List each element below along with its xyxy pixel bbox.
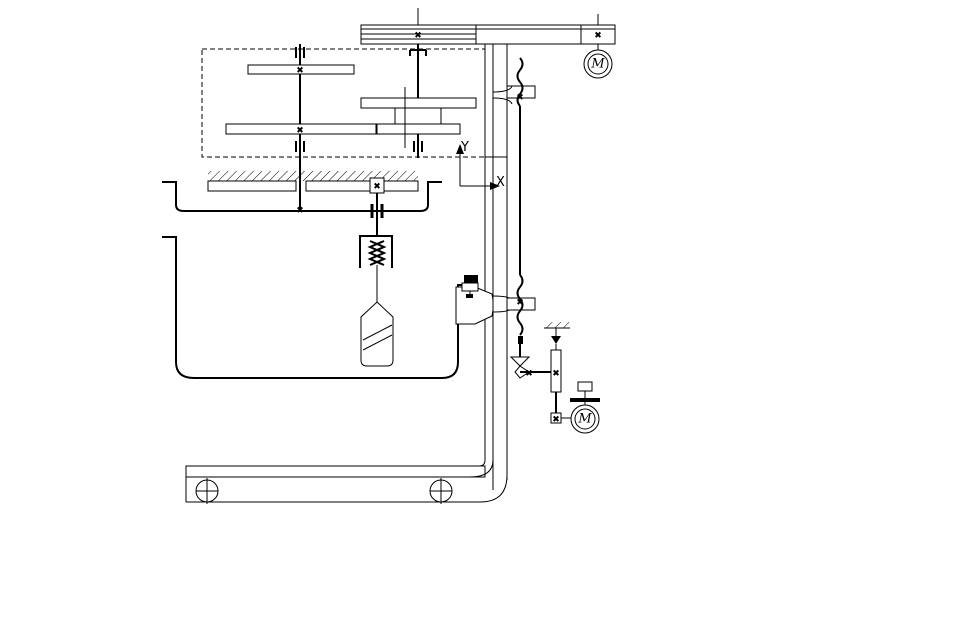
- sensor-block-icon: [464, 275, 478, 283]
- upper-joint-icon: ✖: [516, 93, 524, 103]
- gear-joint-icon: ✖: [296, 66, 304, 76]
- shaft-joint-icon: ✖: [296, 206, 304, 216]
- bevel-joint-icon: ✖: [552, 369, 560, 379]
- motor-coupling-icon: ✖: [552, 415, 560, 425]
- upper-wave-joint: ✖: [492, 57, 536, 275]
- gear-shaft-main: ✖ ✖: [225, 44, 377, 210]
- top-belt-joint-right-icon: ✖: [594, 31, 602, 41]
- spindle-nozzle: ✖: [455, 274, 536, 357]
- probe-body: [360, 301, 394, 367]
- screw-joint-icon: ✖: [373, 182, 381, 192]
- lower-transmission: ✖ ✖ ✖: [509, 322, 572, 425]
- lower-motor-label: M: [577, 412, 592, 427]
- top-belt-rail: ✖ ✖: [360, 8, 616, 50]
- top-belt-joint-left-icon: ✖: [414, 31, 422, 41]
- top-motor: M: [583, 49, 613, 79]
- top-motor-label: M: [590, 57, 605, 72]
- gear-joint-icon: ✖: [296, 126, 304, 136]
- ground-hatch-icon: [544, 322, 570, 328]
- gear-shaft-secondary: [360, 44, 477, 158]
- spindle-joint-icon: ✖: [516, 298, 524, 308]
- tank-outline: [162, 236, 462, 379]
- wheel-left: [195, 478, 219, 504]
- thrust-bearing-icon: [551, 336, 561, 344]
- y-axis-label: Y: [460, 140, 469, 155]
- screw-drive: ✖: [359, 177, 393, 302]
- cover-plate: ✖: [162, 171, 442, 216]
- x-axis-label: X: [496, 175, 505, 190]
- lower-motor: M: [570, 381, 600, 434]
- wheel-right: [429, 478, 453, 504]
- vertical-column: [484, 44, 508, 491]
- bevel-joint-icon: ✖: [525, 369, 533, 379]
- machine-base: [185, 459, 508, 504]
- coordinate-axes: Y X: [456, 140, 505, 190]
- y-axis-arrow-icon: [456, 144, 464, 154]
